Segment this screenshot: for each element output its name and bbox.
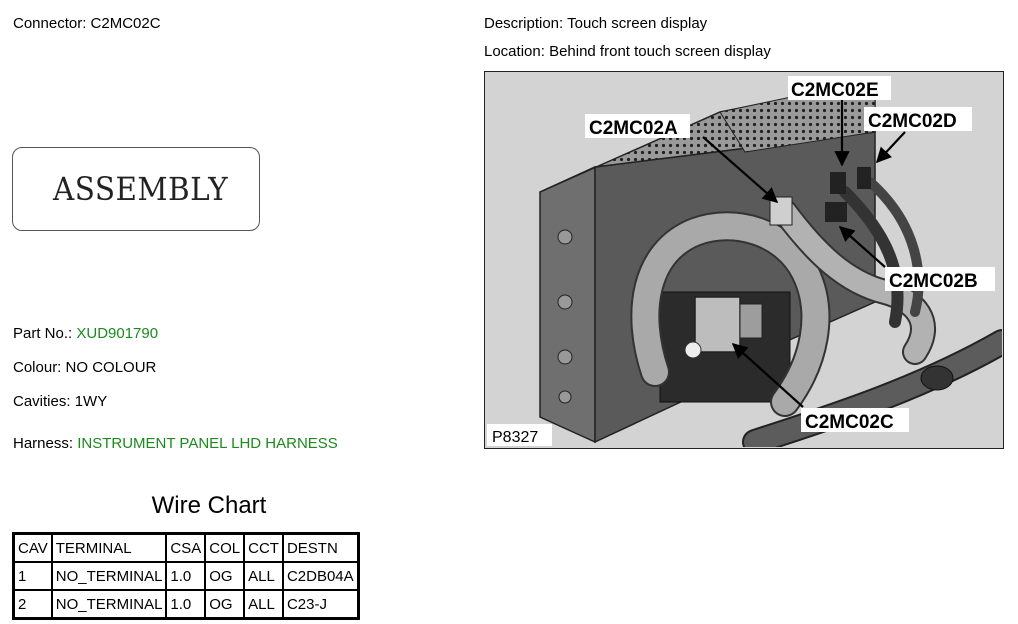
cell-destn: C2DB04A [281,561,360,591]
location-value: Behind front touch screen display [549,43,771,60]
callout-c2mc02c: C2MC02C [805,412,894,433]
colour-line: Colour: NO COLOUR [13,359,156,376]
wire-chart-table: CAV TERMINAL CSA COL CCT DESTN 1 NO_TERM… [12,532,360,620]
cell-col: OG [204,589,246,620]
connector-label: Connector: [13,15,87,32]
header-terminal: TERMINAL [50,532,168,563]
part-number-link[interactable]: XUD901790 [76,325,159,342]
cell-destn: C23-J [281,589,360,620]
cell-cav: 1 [12,561,53,591]
assembly-badge: ASSEMBLY [12,147,260,231]
part-number-line: Part No.: XUD901790 [13,325,158,342]
callout-c2mc02e: C2MC02E [791,80,879,101]
callout-c2mc02a: C2MC02A [589,118,678,139]
header-csa: CSA [165,532,207,563]
table-row: 2 NO_TERMINAL 1.0 OG ALL C23-J [12,589,360,620]
cell-col: OG [204,561,246,591]
assembly-badge-text: ASSEMBLY [53,170,229,208]
cell-cct: ALL [243,589,284,620]
wire-chart-title: Wire Chart [151,492,267,519]
header-destn: DESTN [281,532,360,563]
figure-illustration: C2MC02E C2MC02A C2MC02D C2MC02B C2MC02C … [485,72,1002,447]
cell-csa: 1.0 [165,589,207,620]
description-value: Touch screen display [567,15,708,32]
colour-label: Colour: [13,359,62,376]
callout-c2mc02b: C2MC02B [889,271,978,292]
location-label: Location: [484,43,545,60]
header-cav: CAV [12,532,53,563]
cell-cct: ALL [243,561,284,591]
cell-terminal: NO_TERMINAL [50,561,168,591]
figure-code: P8327 [492,429,538,446]
cell-cav: 2 [12,589,53,620]
harness-line: Harness: INSTRUMENT PANEL LHD HARNESS [13,435,338,452]
callout-c2mc02d: C2MC02D [868,111,957,132]
cell-csa: 1.0 [165,561,207,591]
colour-value: NO COLOUR [65,359,157,376]
wire-chart-header-row: CAV TERMINAL CSA COL CCT DESTN [12,532,360,563]
cavities-line: Cavities: 1WY [13,393,107,410]
harness-label: Harness: [13,435,74,452]
location-line: Location: Behind front touch screen disp… [484,43,771,60]
connector-line: Connector: C2MC02C [13,15,161,32]
description-line: Description: Touch screen display [484,15,707,32]
header-col: COL [204,532,246,563]
cavities-label: Cavities: [13,393,71,410]
cavities-value: 1WY [74,393,108,410]
description-label: Description: [484,15,564,32]
header-cct: CCT [243,532,284,563]
table-row: 1 NO_TERMINAL 1.0 OG ALL C2DB04A [12,561,360,591]
cell-terminal: NO_TERMINAL [50,589,168,620]
connector-value: C2MC02C [90,15,161,32]
harness-link[interactable]: INSTRUMENT PANEL LHD HARNESS [77,435,338,452]
part-number-label: Part No.: [13,325,73,342]
connector-location-figure: C2MC02E C2MC02A C2MC02D C2MC02B C2MC02C … [484,71,1004,449]
